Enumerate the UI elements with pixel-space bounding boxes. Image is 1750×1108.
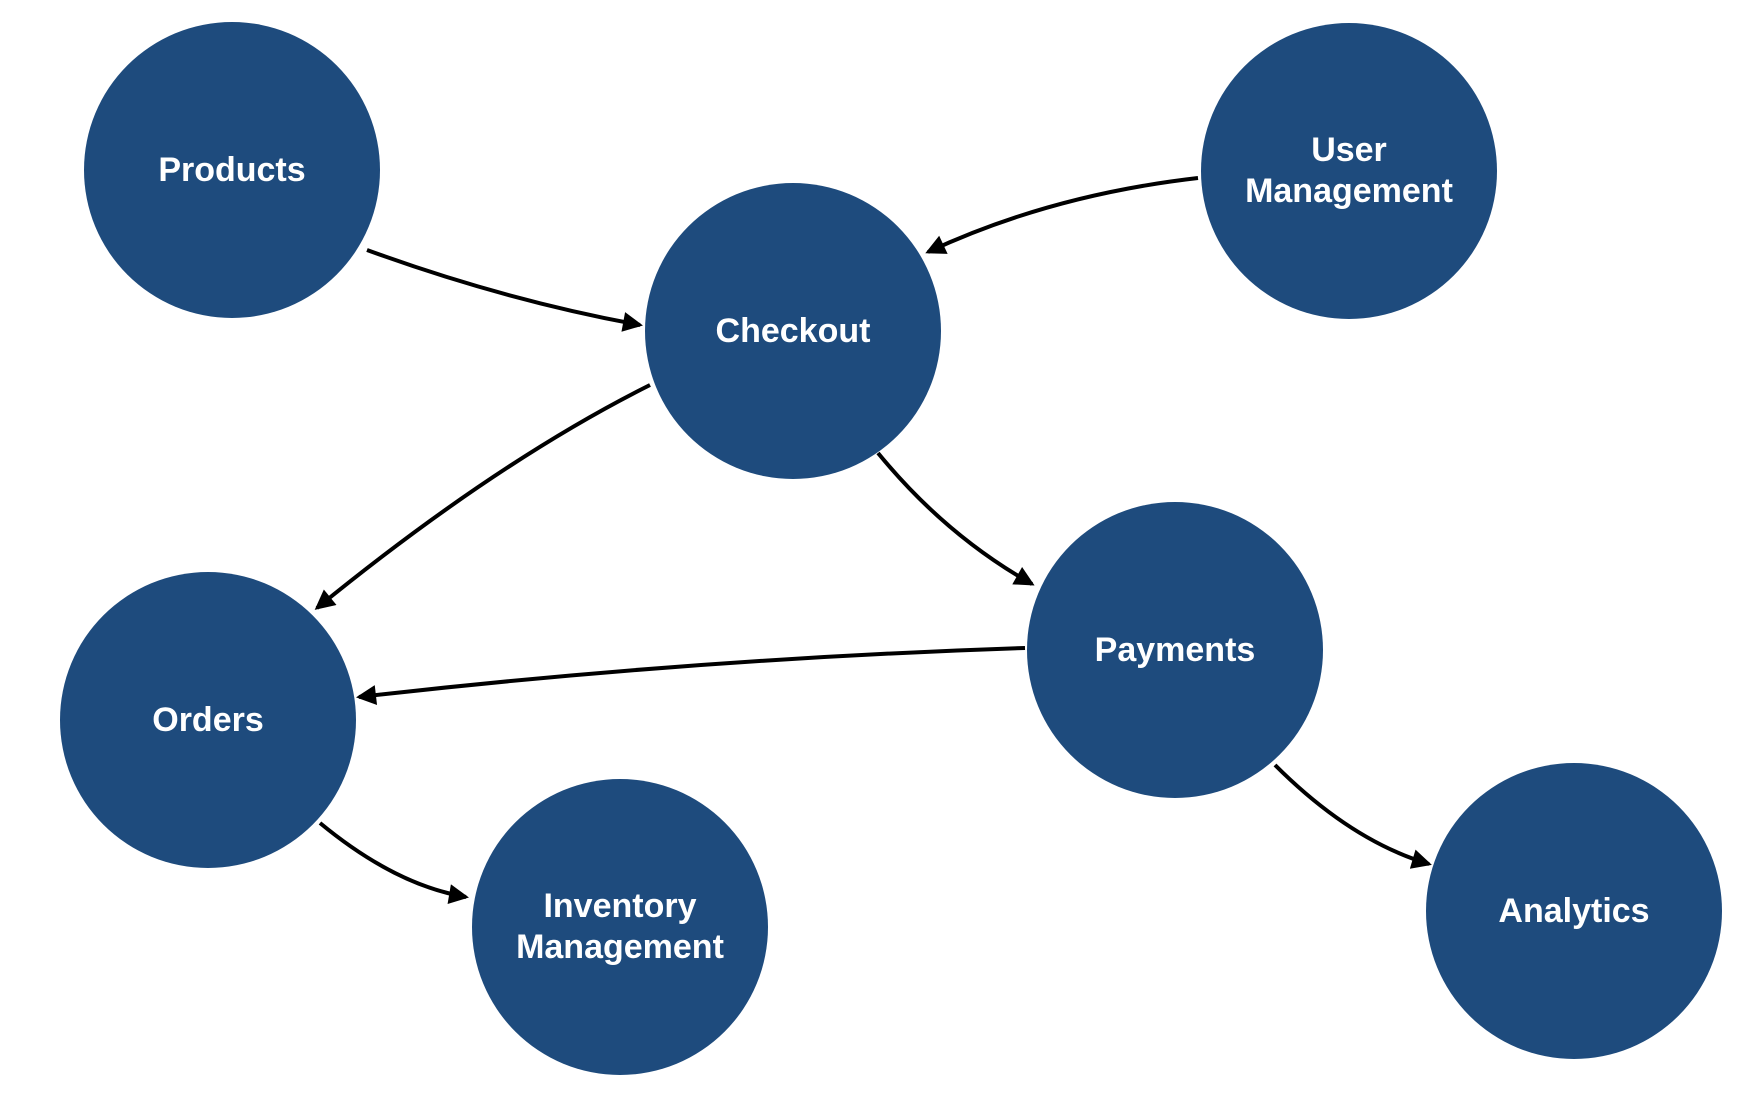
edge-user-management-to-checkout [925, 176, 1199, 254]
edge-products-to-checkout [366, 248, 643, 332]
node-label: Checkout [715, 311, 871, 350]
node-orders[interactable]: Orders [60, 572, 356, 868]
node-label: Orders [152, 700, 264, 739]
node-user-management[interactable]: User Management [1201, 23, 1497, 319]
node-label: Inventory Management [516, 887, 724, 966]
edge-payments-to-orders [356, 646, 1026, 705]
node-analytics[interactable]: Analytics [1426, 763, 1722, 1059]
node-inventory-management[interactable]: Inventory Management [472, 779, 768, 1075]
node-checkout[interactable]: Checkout [645, 183, 941, 479]
edge-orders-to-inventory-management [318, 821, 469, 905]
node-label: User Management [1245, 131, 1453, 210]
node-products[interactable]: Products [84, 22, 380, 318]
edge-checkout-to-payments [876, 451, 1035, 586]
node-label: Products [158, 150, 306, 189]
node-label: Payments [1094, 630, 1256, 669]
edge-checkout-to-orders [314, 383, 651, 610]
node-payments[interactable]: Payments [1027, 502, 1323, 798]
node-label: Analytics [1498, 891, 1650, 930]
edge-payments-to-analytics [1273, 763, 1432, 869]
